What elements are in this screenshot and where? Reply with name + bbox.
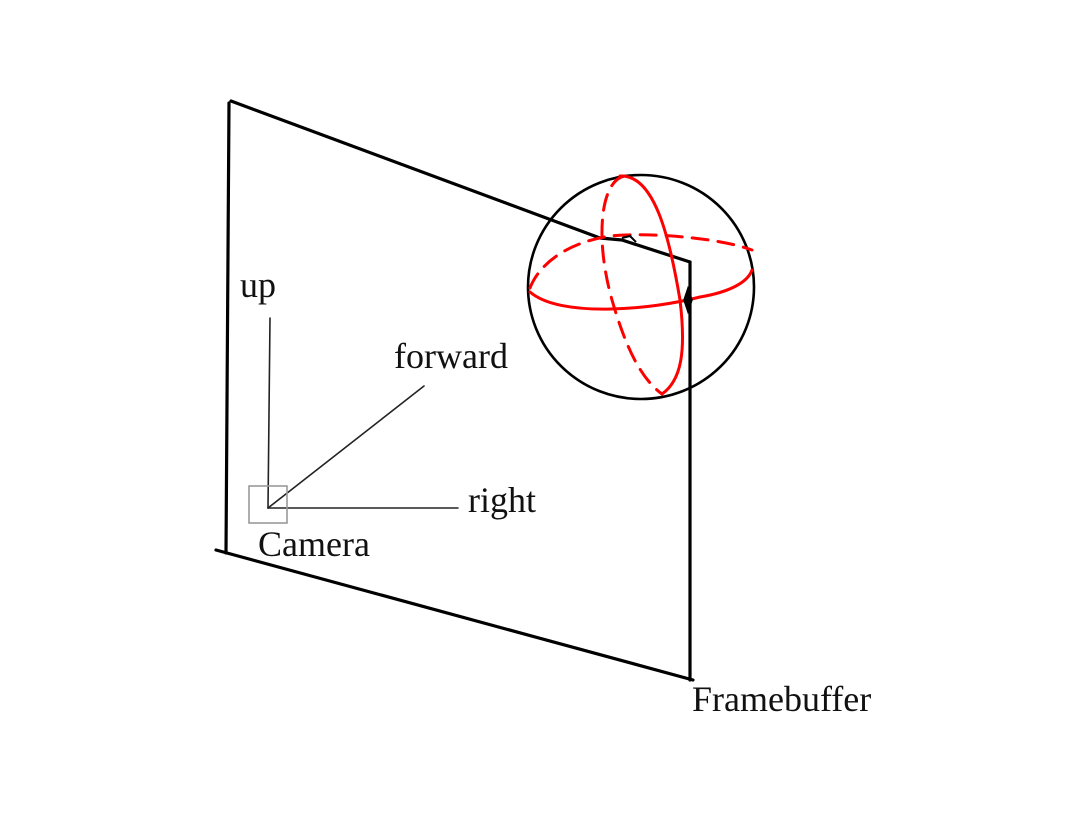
meridian-front xyxy=(618,174,685,396)
forward-axis-line xyxy=(267,385,425,509)
equator-back xyxy=(528,233,754,290)
sphere-guides xyxy=(528,174,754,396)
label-framebuffer: Framebuffer xyxy=(692,679,871,719)
top-notch xyxy=(621,234,637,243)
plane-left-edge xyxy=(224,101,231,555)
up-axis-line xyxy=(267,317,271,509)
plane-bottom-edge xyxy=(214,548,695,682)
label-camera: Camera xyxy=(258,524,370,564)
framebuffer-plane xyxy=(214,99,695,682)
camera-axes xyxy=(267,317,459,509)
label-forward: forward xyxy=(394,336,508,376)
sphere-outline xyxy=(526,173,756,401)
label-right: right xyxy=(468,480,536,520)
equator-front xyxy=(528,268,754,311)
meridian-back xyxy=(600,174,664,396)
camera-box xyxy=(248,485,288,524)
plane-top-edge xyxy=(229,99,692,264)
corner-marker xyxy=(683,285,693,315)
label-up: up xyxy=(240,265,276,305)
